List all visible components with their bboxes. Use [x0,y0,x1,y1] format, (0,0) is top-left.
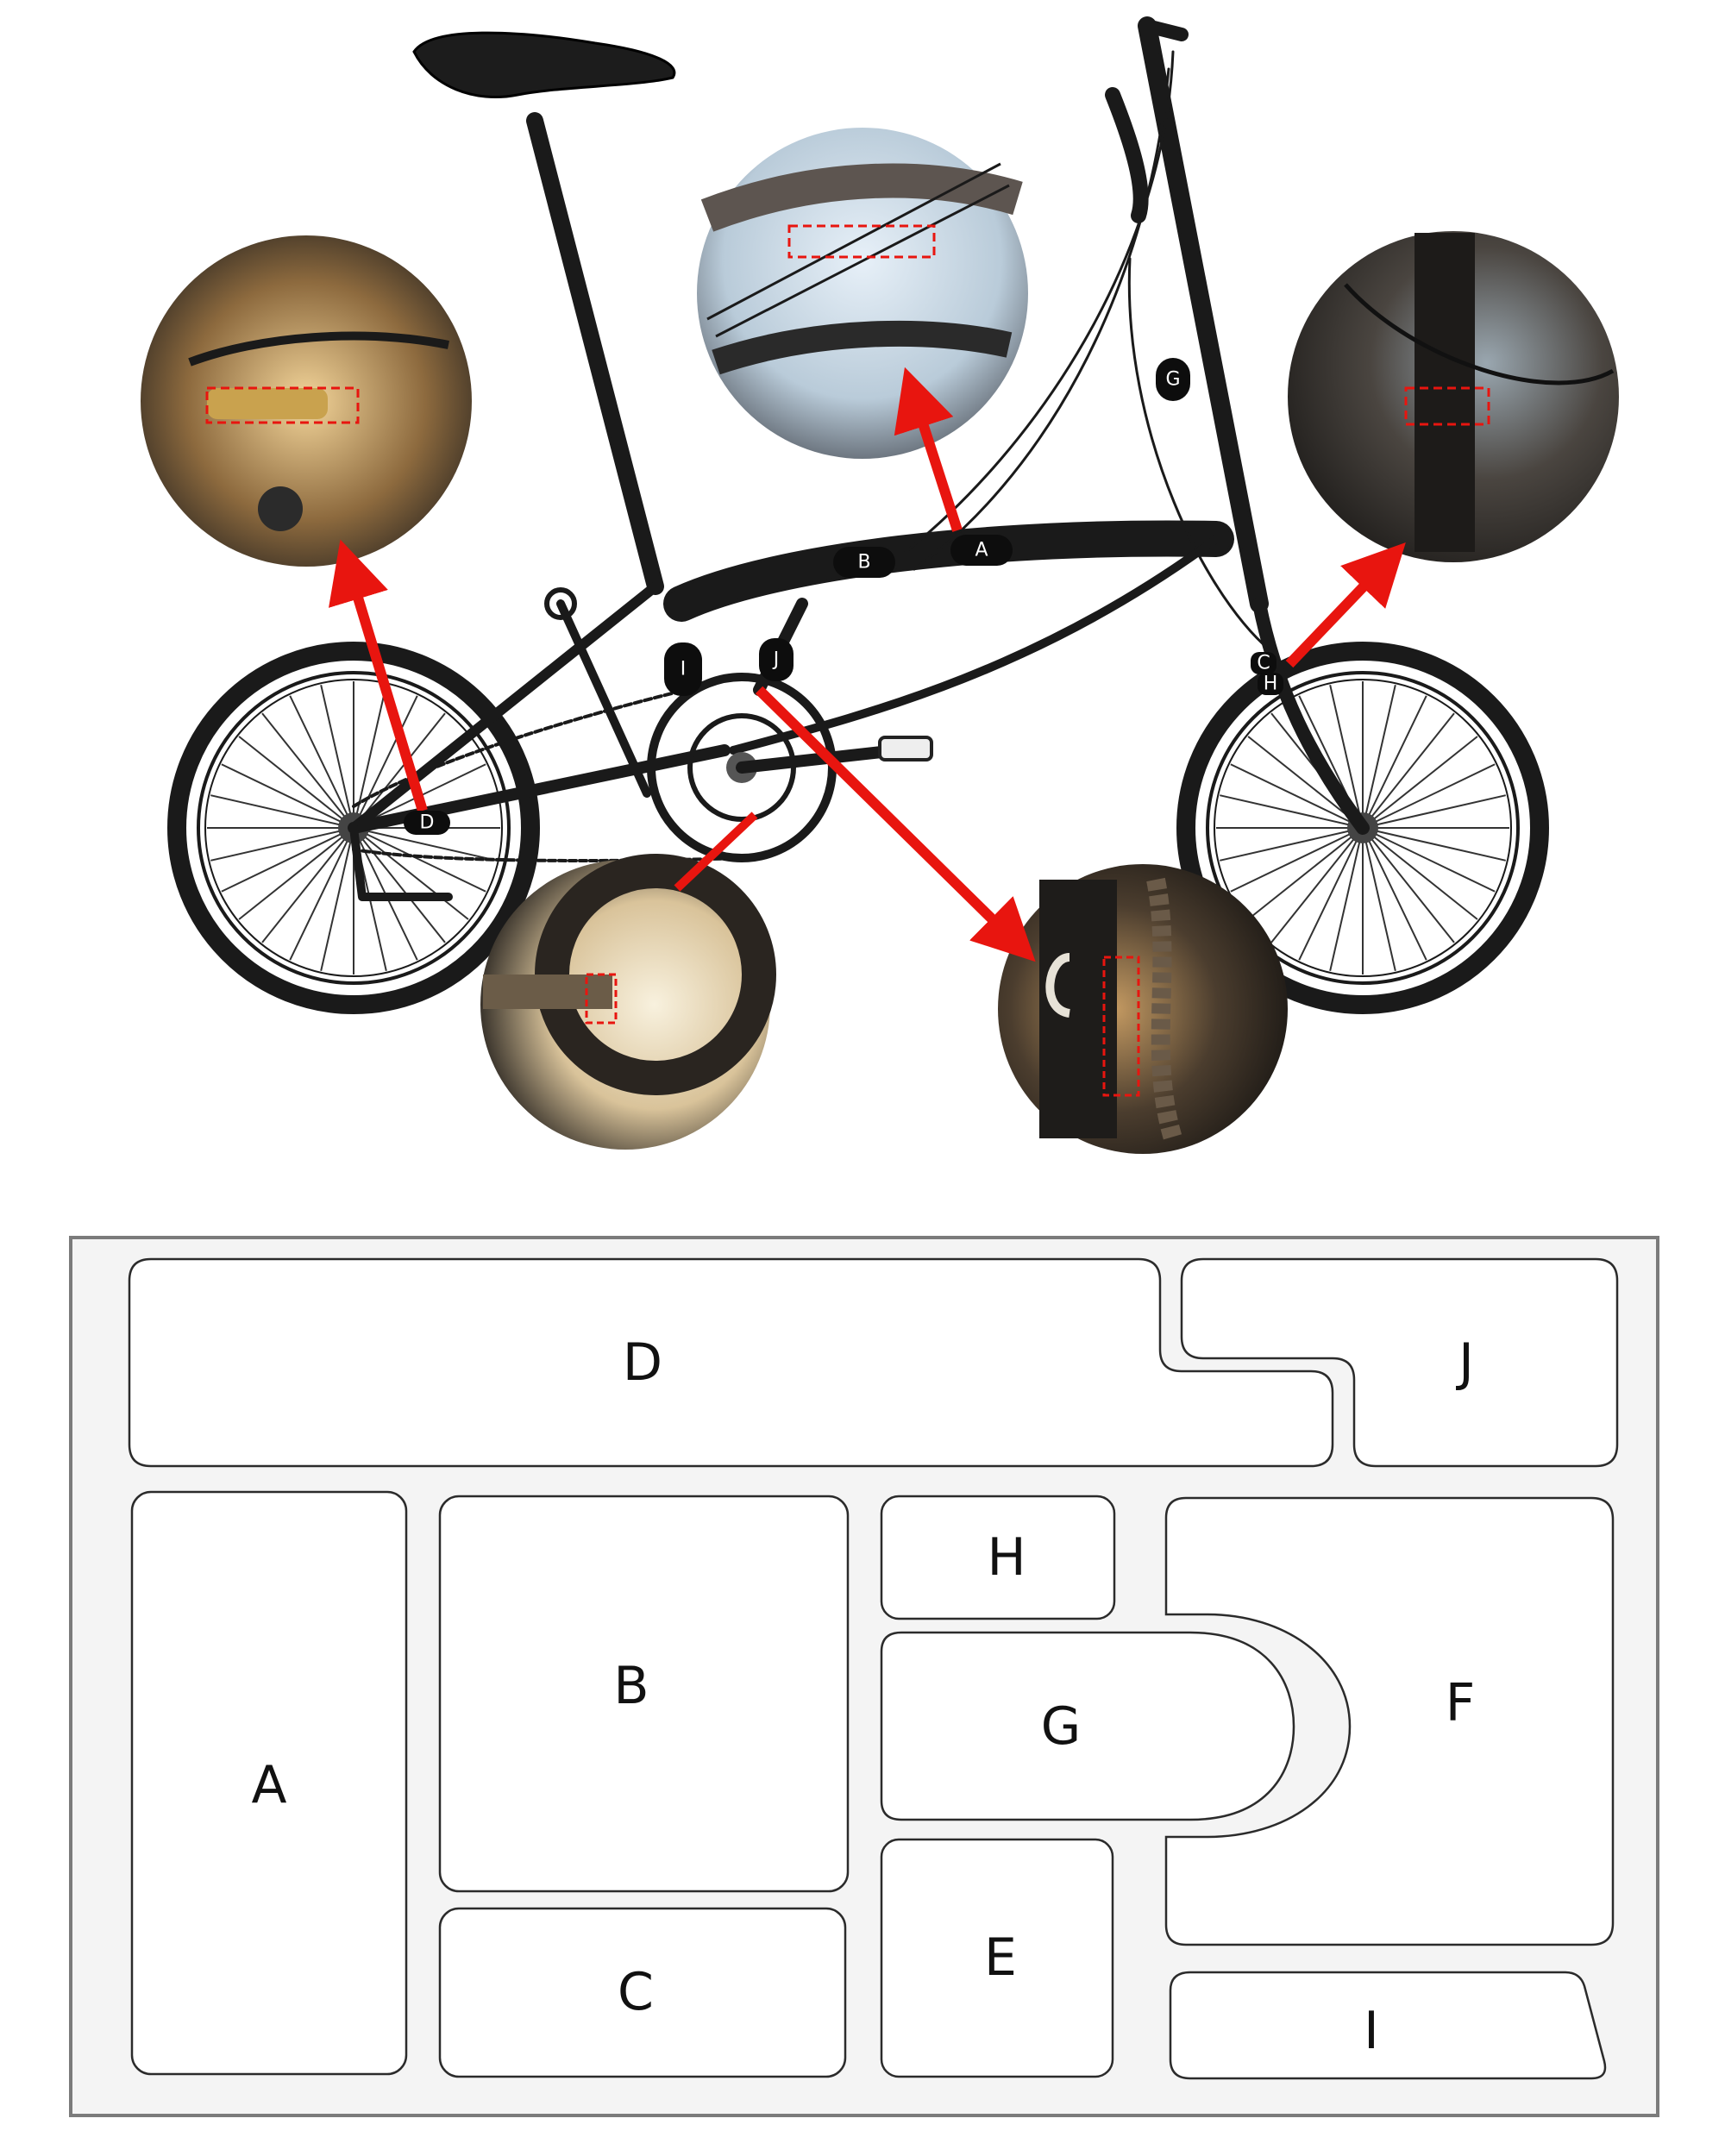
saddle [414,33,674,97]
storage-tray: D J A B C H G E [71,1238,1658,2115]
wheel-spoke [1231,828,1363,892]
callout-fork [1288,231,1619,562]
bike-tag-j-label: J [772,649,780,671]
bike-tag-g: G [1156,358,1190,401]
wheel-spoke [222,828,354,892]
bike-tag-i: I [664,642,702,696]
arrow-to-seat-tube-callout [759,690,1013,940]
tray-slot-f-label: F [1446,1673,1476,1733]
tray-slot-g: G [881,1633,1294,1820]
bike-tag-a: A [950,535,1013,566]
tray-slot-i: I [1170,1972,1605,2078]
callout-rear-derailleur [141,235,472,567]
wheel-spoke [1363,828,1495,892]
tray-slot-c: C [440,1908,845,2077]
callout-seat-tube [998,864,1288,1154]
tray-slot-b: B [440,1496,848,1891]
bike-tag-a-label: A [975,540,988,561]
wheel-spoke [222,764,354,828]
tray-slot-h-label: H [987,1527,1026,1588]
callout-crank-spindle [480,860,770,1150]
tray-slot-a-label: A [251,1755,286,1815]
arrow-to-rear-callout [349,569,423,811]
tray-slot-c-label: C [618,1962,654,2022]
wheel-spoke [290,696,354,828]
wheel-spoke [1363,696,1427,828]
wheel-spoke [1363,828,1427,960]
tray-slot-e-label: E [984,1927,1017,1988]
bike-tag-j: J [759,638,794,681]
tray-slot-i-label: I [1364,2001,1379,2061]
tray-slot-e: E [881,1839,1113,2077]
wheel-spoke [1299,828,1363,960]
bike-tag-c: C [1251,652,1276,674]
wheel-spoke [290,828,354,960]
bike-tag-i-label: I [681,659,687,680]
bike-tag-b: B [833,547,895,578]
bike-tag-d: D [404,811,450,835]
tray-slot-d: D [129,1259,1333,1466]
bike-tag-h: H [1258,673,1283,695]
tray-slot-a: A [132,1492,406,2074]
wheel-spoke [1363,764,1495,828]
bike-tag-d-label: D [420,812,435,834]
bike-tag-b-label: B [857,552,870,573]
tray-slot-d-label: D [623,1332,662,1393]
bike-tag-g-label: G [1165,369,1180,391]
tray-slot-h: H [881,1496,1114,1619]
bike-tag-h-label: H [1264,674,1278,695]
tray-slot-j-label: J [1455,1332,1474,1393]
bike-tag-c-label: C [1257,653,1270,674]
callout-main-tube [697,128,1028,459]
tray-slot-b-label: B [613,1656,649,1716]
tray-slot-g-label: G [1041,1696,1082,1757]
